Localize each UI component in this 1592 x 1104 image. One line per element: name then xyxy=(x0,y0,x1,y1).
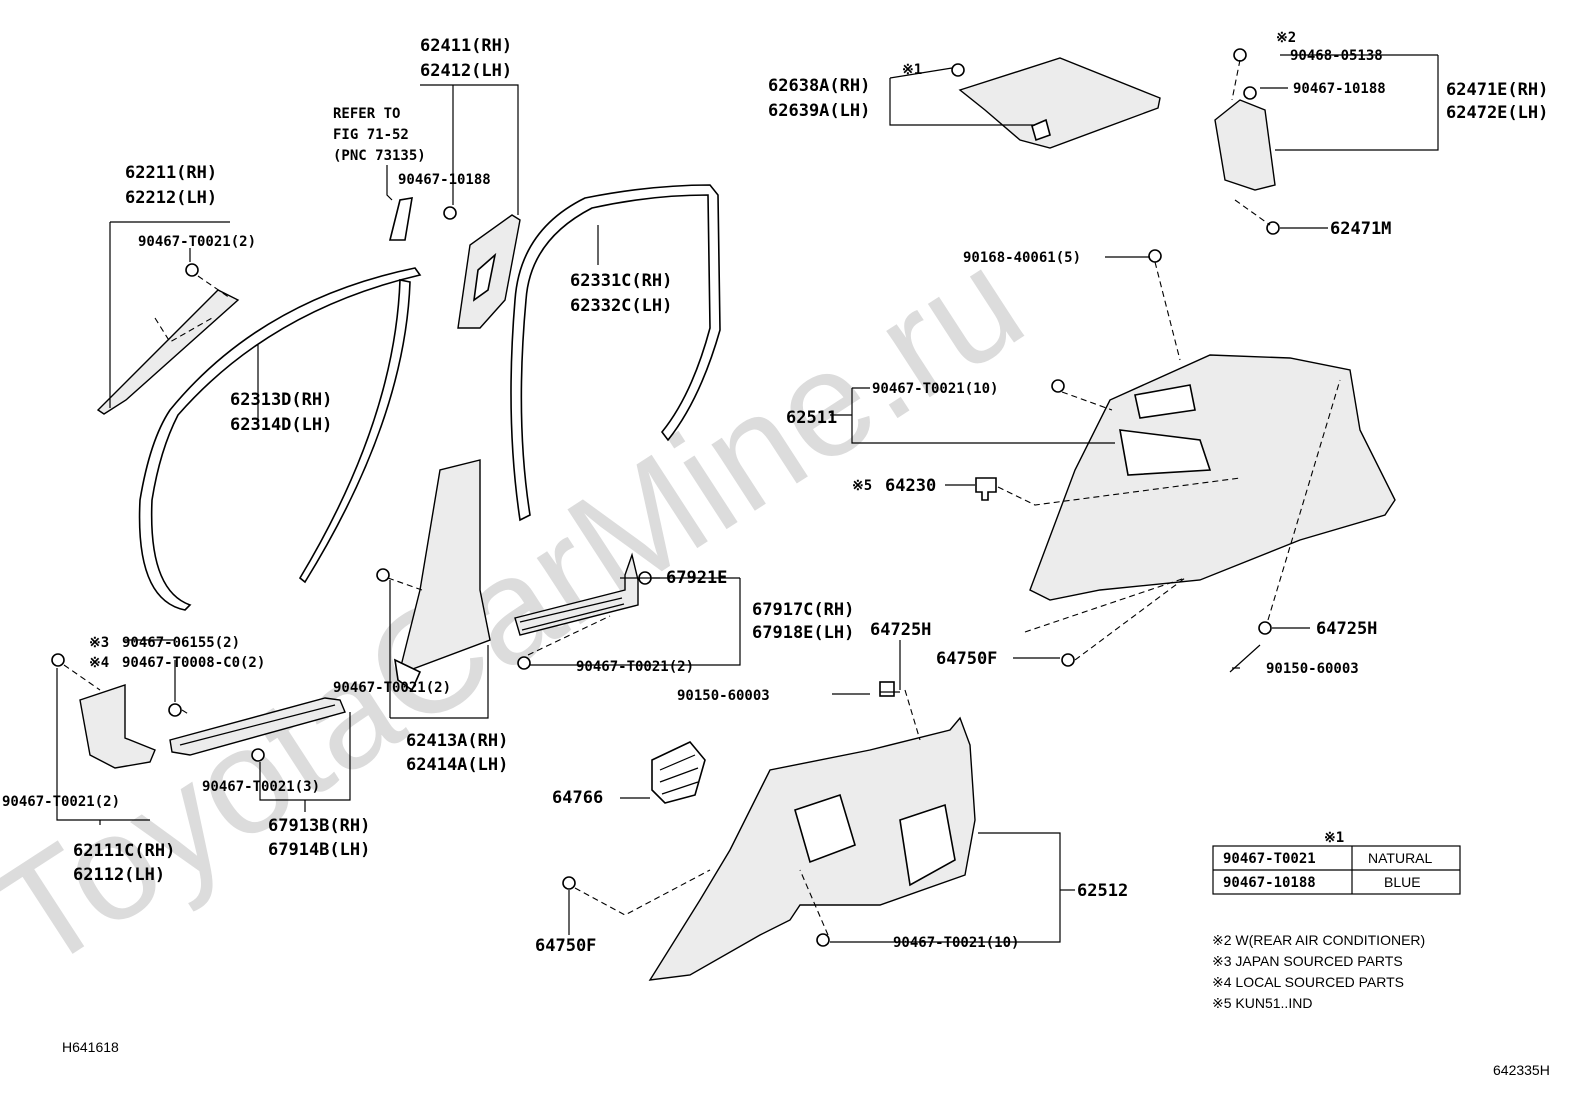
label-64750F-a: 64750F xyxy=(936,649,997,669)
callout-labels: 62411(RH) 62412(LH) REFER TO FIG 71-52 (… xyxy=(2,30,1548,956)
diagram-code-right: 642335H xyxy=(1493,1062,1550,1078)
label-90467-t0021-2d: 90467-T0021(2) xyxy=(2,794,120,810)
label-90467-t0021-10b: 90467-T0021(10) xyxy=(893,935,1019,951)
leader-lines xyxy=(56,54,1439,943)
part-64766-cover xyxy=(651,741,706,804)
label-67917C: 67917C(RH) xyxy=(752,600,854,620)
label-62313D: 62313D(RH) xyxy=(230,390,332,410)
label-62638A: 62638A(RH) xyxy=(768,76,870,96)
label-62471E: 62471E(RH) xyxy=(1446,80,1548,100)
footnotes: ※2 W(REAR AIR CONDITIONER) ※3 JAPAN SOUR… xyxy=(1212,932,1425,1011)
label-62211: 62211(RH) xyxy=(125,163,217,183)
footnote-3: ※3 JAPAN SOURCED PARTS xyxy=(1212,953,1403,969)
label-90467-t0021-2b: 90467-T0021(2) xyxy=(576,659,694,675)
part-62413A-center-pillar-lower xyxy=(393,459,491,692)
part-62471E-back-door-pillar xyxy=(1214,99,1276,191)
footnote-2: ※2 W(REAR AIR CONDITIONER) xyxy=(1212,932,1425,948)
part-67913B-scuff-plate xyxy=(169,697,346,756)
part-62331C-door-opening-trim xyxy=(510,184,721,522)
note-2-marker: ※2 xyxy=(1276,30,1296,46)
label-90467-10188-a: 90467-10188 xyxy=(398,172,491,188)
dashed-guides xyxy=(63,59,1341,936)
label-refer-1: REFER TO xyxy=(333,106,400,122)
part-62411-center-pillar-upper xyxy=(388,197,521,329)
label-62111C: 62111C(RH) xyxy=(73,841,175,861)
part-62211-front-pillar-garnish xyxy=(96,289,240,415)
label-62332C: 62332C(LH) xyxy=(570,296,672,316)
note-5-marker: ※5 xyxy=(852,478,872,494)
color-table: ※1 90467-T0021 NATURAL 90467-10188 BLUE xyxy=(1212,830,1461,895)
label-62314D: 62314D(LH) xyxy=(230,415,332,435)
note-1-marker: ※1 xyxy=(902,62,922,78)
label-62414A: 62414A(LH) xyxy=(406,755,508,775)
label-64725H-b: 64725H xyxy=(1316,619,1377,639)
part-62313D-weatherstrip xyxy=(138,267,422,611)
label-90467-t0021-2c: 90467-T0021(2) xyxy=(333,680,451,696)
table-row-1-part: 90467-T0021 xyxy=(1223,851,1316,867)
label-refer-3: (PNC 73135) xyxy=(333,148,426,164)
label-62412: 62412(LH) xyxy=(420,61,512,81)
table-row-2-part: 90467-10188 xyxy=(1223,875,1316,891)
table-header-mark: ※1 xyxy=(1324,830,1344,846)
label-64725H-a: 64725H xyxy=(870,620,931,640)
label-62511: 62511 xyxy=(786,408,837,428)
label-90467-t0021-2a: 90467-T0021(2) xyxy=(138,234,256,250)
label-64750F-b: 64750F xyxy=(535,936,596,956)
label-62472E: 62472E(LH) xyxy=(1446,103,1548,123)
part-67917C-scuff-plate xyxy=(514,552,639,636)
label-62112: 62112(LH) xyxy=(73,865,165,885)
footnote-5: ※5 KUN51..IND xyxy=(1212,995,1312,1011)
label-64766: 64766 xyxy=(552,788,603,808)
part-64230-clip xyxy=(975,477,997,501)
label-90467-10188-b: 90467-10188 xyxy=(1293,81,1386,97)
label-90168-40061: 90168-40061(5) xyxy=(963,250,1081,266)
label-62331C: 62331C(RH) xyxy=(570,271,672,291)
label-62639A: 62639A(LH) xyxy=(768,101,870,121)
diagram-code-left: H641618 xyxy=(62,1039,119,1055)
label-62212: 62212(LH) xyxy=(125,188,217,208)
table-row-1-color: NATURAL xyxy=(1368,850,1433,866)
label-90467-t0008: 90467-T0008-C0(2) xyxy=(122,655,265,671)
label-90467-t0021-3: 90467-T0021(3) xyxy=(202,779,320,795)
label-67914B: 67914B(LH) xyxy=(268,840,370,860)
label-90468-05138: 90468-05138 xyxy=(1290,48,1383,64)
label-62471M: 62471M xyxy=(1330,219,1391,239)
label-62411: 62411(RH) xyxy=(420,36,512,56)
part-62511-deck-side-trim-upper xyxy=(1029,354,1396,601)
label-67918E: 67918E(LH) xyxy=(752,623,854,643)
label-67913B: 67913B(RH) xyxy=(268,816,370,836)
label-67921E: 67921E xyxy=(666,568,727,588)
part-62638A-roof-side-trim xyxy=(958,57,1161,149)
label-62512: 62512 xyxy=(1077,881,1128,901)
label-refer-2: FIG 71-52 xyxy=(333,127,409,143)
label-90467-06155: 90467-06155(2) xyxy=(122,635,240,651)
label-90467-t0021-10a: 90467-T0021(10) xyxy=(872,381,998,397)
label-90150-60003-a: 90150-60003 xyxy=(677,688,770,704)
label-62413A: 62413A(RH) xyxy=(406,731,508,751)
label-64230: 64230 xyxy=(885,476,936,496)
label-90150-60003-b: 90150-60003 xyxy=(1266,661,1359,677)
part-62512-deck-side-trim-lower xyxy=(648,716,976,981)
footnote-4: ※4 LOCAL SOURCED PARTS xyxy=(1212,974,1404,990)
part-62111C-cowl-side-trim xyxy=(79,684,156,769)
note-3-marker: ※3 xyxy=(89,635,109,651)
note-4-marker: ※4 xyxy=(89,655,109,671)
table-row-2-color: BLUE xyxy=(1384,874,1421,890)
